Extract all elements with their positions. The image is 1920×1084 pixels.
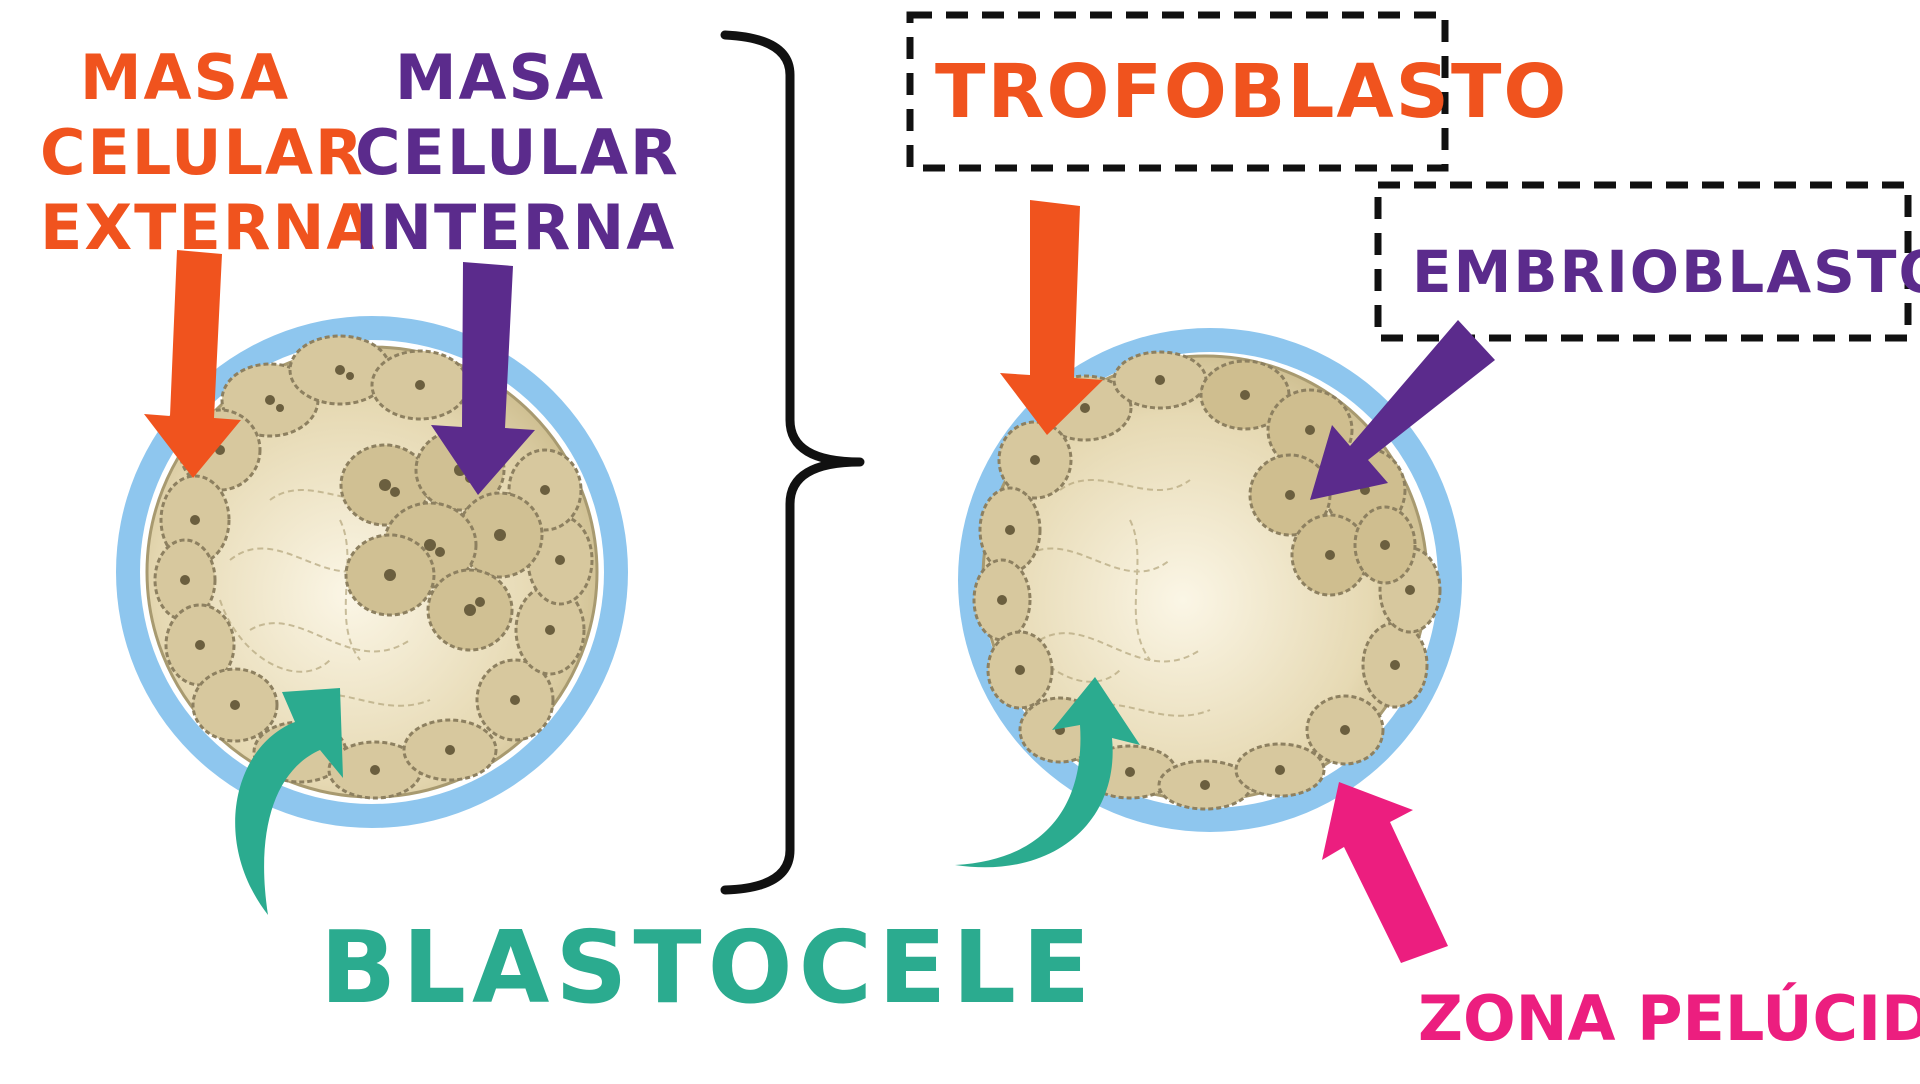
outer-cell-mass-arrow	[144, 250, 241, 478]
outer-label-line-2: CELULAR	[40, 116, 365, 189]
left-blastocele-arrow	[235, 688, 343, 915]
trophoblast-arrow	[1000, 200, 1103, 435]
inner-cell-mass-label: MASA CELULAR INTERNA	[355, 40, 680, 265]
inner-cell-mass-arrow	[431, 262, 535, 495]
inner-label-line-1: MASA	[394, 41, 606, 114]
zona-pellucida-label: ZONA PELÚCIDA	[1418, 982, 1920, 1055]
curly-bracket	[720, 30, 865, 895]
inner-label-line-2: CELULAR	[355, 116, 680, 189]
trophoblast-dashed-box	[906, 11, 1449, 172]
inner-label-line-3: INTERNA	[355, 191, 677, 264]
outer-label-line-1: MASA	[79, 41, 291, 114]
zona-pellucida-arrow	[1322, 782, 1448, 963]
outer-cell-mass-label: MASA CELULAR EXTERNA	[40, 40, 377, 265]
trophoblast-label: TROFOBLASTO	[935, 49, 1569, 135]
right-blastocele-arrow	[955, 677, 1140, 868]
embryoblast-arrow	[1310, 320, 1495, 500]
blastocele-label: BLASTOCELE	[320, 909, 1097, 1026]
outer-label-line-3: EXTERNA	[40, 191, 377, 264]
embryoblast-dashed-box	[1374, 181, 1912, 342]
embryoblast-label: EMBRIOBLASTO	[1412, 238, 1920, 306]
left-cavity-texture	[219, 489, 431, 707]
right-blastocyst	[958, 328, 1462, 832]
